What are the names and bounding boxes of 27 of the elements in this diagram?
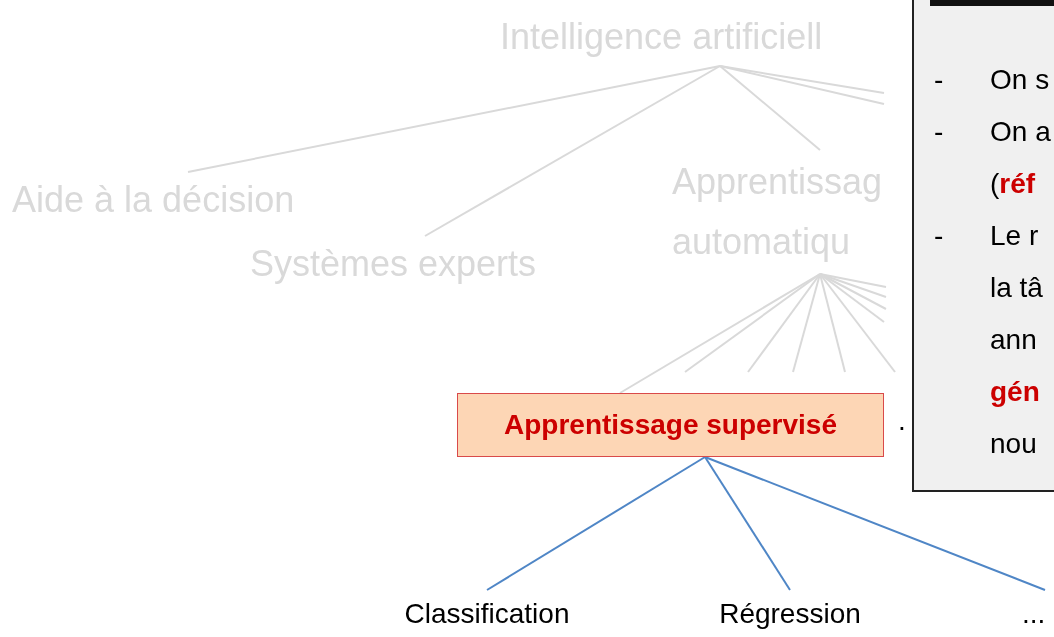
leaf-label: Classification	[404, 598, 570, 630]
leaf-label: ...	[1022, 598, 1046, 630]
highlight-box: Apprentissage supervisé	[457, 393, 884, 457]
connector-line	[619, 273, 821, 394]
connector-line	[819, 273, 896, 373]
ellipsis-mark: .	[898, 405, 906, 437]
connector-line	[187, 65, 721, 173]
callout-panel	[912, 0, 1054, 492]
bullet-dash: -	[934, 219, 945, 253]
bullet-text: Le r la tâ ann gén nou	[990, 219, 1044, 461]
bullet-text: On s	[990, 63, 1051, 97]
connector-line	[747, 273, 821, 373]
bullet-dash: -	[934, 115, 945, 149]
connector-line	[792, 273, 821, 373]
connector-line	[424, 65, 721, 237]
connector-line	[704, 456, 791, 591]
leaf-label: Régression	[719, 598, 861, 630]
bullet-dash: -	[934, 63, 945, 97]
connector-line	[719, 65, 821, 151]
connector-line	[819, 273, 846, 373]
connector-line	[819, 273, 887, 288]
connector-line	[684, 273, 821, 373]
connector-line	[719, 65, 885, 94]
connector-line	[719, 65, 885, 105]
connector-line	[704, 456, 1046, 591]
bullet-text: On a (réf	[990, 115, 1052, 201]
connector-line	[486, 456, 706, 591]
